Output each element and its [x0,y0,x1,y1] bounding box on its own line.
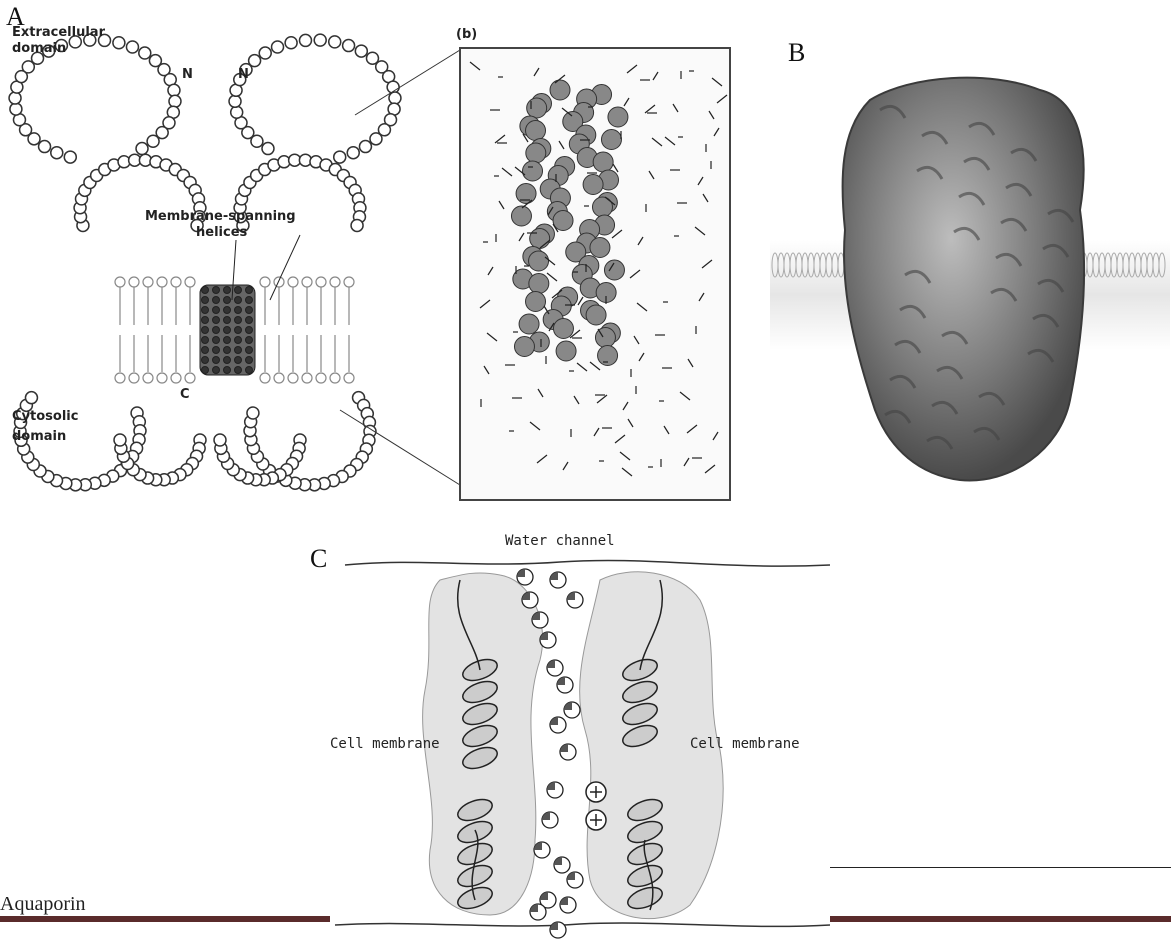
panel-c: C Water channel Cell membrane Cell membr… [300,520,840,939]
panel-b-diagram [760,30,1171,490]
cell-membrane-label-left: Cell membrane [330,736,440,752]
cytosolic-label-line1: Cytosolic [12,409,78,424]
zoom-line-bottom [340,410,460,485]
panel-c-letter: C [310,544,327,574]
helices-pointer-2 [270,235,300,300]
panel-b: B [760,30,1171,490]
footer-bar-left [0,916,330,922]
membrane-spanning-label-line1: Membrane-spanning [145,209,296,224]
panel-a: Extracellular domain N N Membrane-spanni… [0,0,735,510]
footer-text: Aquaporin [0,893,86,916]
n-terminus-label-left: N [182,67,193,82]
water-channel-label: Water channel [505,533,615,549]
n-terminus-label-right: N [238,67,249,82]
extracellular-label-line1: Extracellular [12,25,106,40]
panel-b-letter: B [788,38,805,68]
cell-membrane-label-right: Cell membrane [690,736,800,752]
panel-a-letter: A [6,2,25,32]
extracellular-label-line2: domain [12,41,66,56]
footer-line-right [830,867,1171,868]
membrane-spanning-label-line2: helices [196,225,248,240]
bottom-membrane-line [335,923,830,926]
cytosolic-label-line2: domain [12,429,66,444]
panel-a-diagram: Extracellular domain N N Membrane-spanni… [0,0,735,510]
inset-label: (b) [456,27,477,42]
membrane-helix-bundle [200,285,255,375]
panel-c-diagram: Water channel Cell membrane Cell membran… [300,520,840,939]
top-membrane-line [345,560,830,566]
c-terminus-label: C [180,387,190,402]
footer-bar-right [830,916,1171,922]
